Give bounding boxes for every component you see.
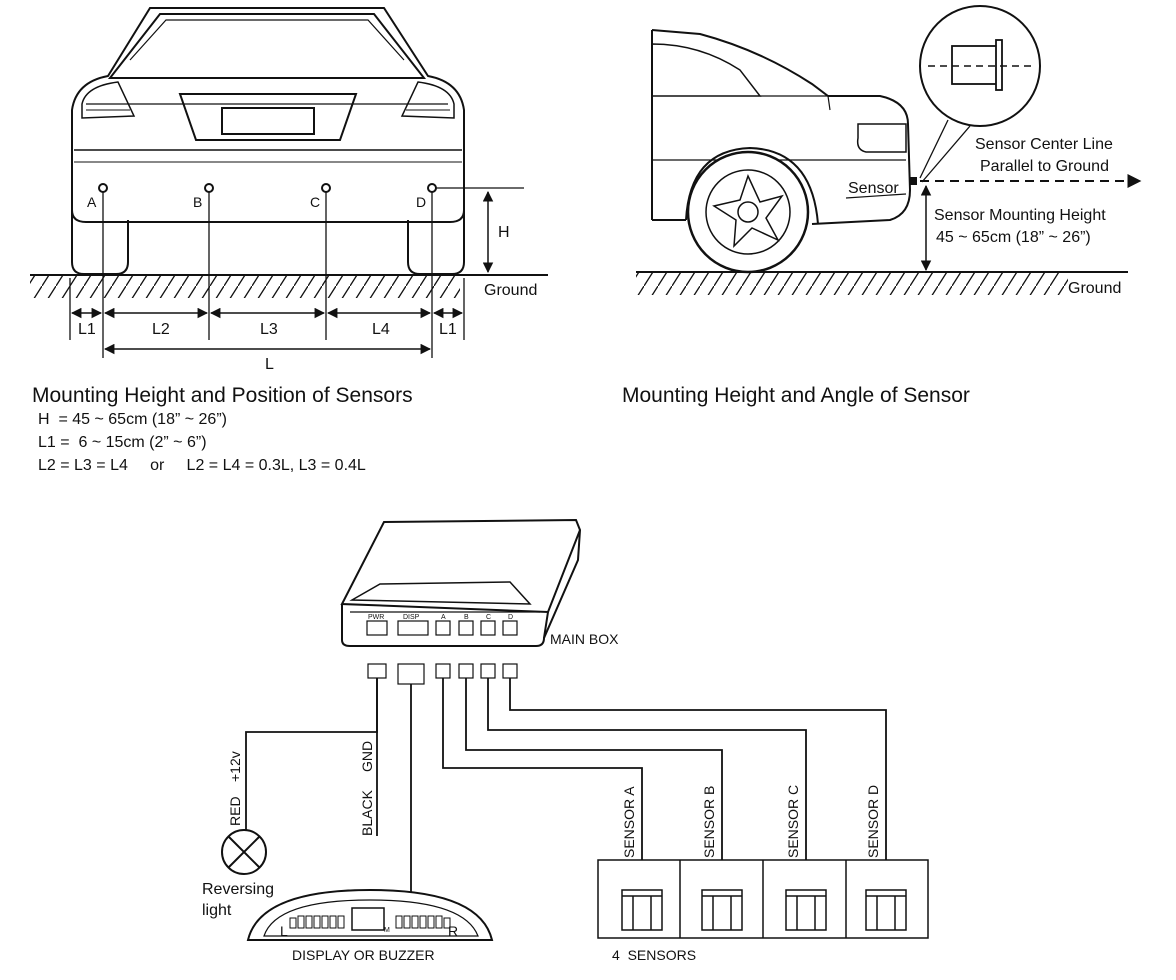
- spacing-label-l1-left: L1: [78, 321, 96, 338]
- main-box-label: MAIN BOX: [550, 631, 619, 647]
- port-label-b: B: [464, 614, 469, 621]
- display-left-label: L: [280, 923, 288, 939]
- side-ground-hatch: [636, 273, 1068, 295]
- rear-view-caption: Mounting Height and Position of Sensors: [32, 384, 413, 407]
- reversing-light-label-2: light: [202, 902, 232, 919]
- sensor-d-label: SENSOR D: [865, 785, 881, 858]
- sensor-magnifier: [919, 5, 1041, 183]
- display-segments: [289, 907, 451, 931]
- sensor-letter-a: A: [87, 194, 97, 210]
- port-label-d: D: [508, 614, 513, 621]
- box-ports: [366, 620, 518, 636]
- spacing-label-l2: L2: [152, 321, 170, 338]
- sensor-a-dot: [98, 183, 108, 193]
- sensor-b-dot: [204, 183, 214, 193]
- spec-line-ratio: L2 = L3 = L4 or L2 = L4 = 0.3L, L3 = 0.4…: [38, 457, 366, 474]
- spacing-label-l3: L3: [260, 321, 278, 338]
- sensors-count-label: 4 SENSORS: [612, 947, 696, 963]
- sensor-dimension-lines: [69, 192, 465, 358]
- port-label-disp: DISP: [403, 614, 420, 621]
- mounting-height-label-2: 45 ~ 65cm (18” ~ 26”): [936, 229, 1091, 246]
- rear-view-car: [71, 7, 465, 275]
- side-view-caption: Mounting Height and Angle of Sensor: [622, 384, 970, 407]
- reversing-light-icon: [221, 829, 267, 875]
- spec-line-h: H = 45 ~ 65cm (18” ~ 26”): [38, 411, 227, 428]
- display-mid-label: M: [384, 927, 390, 934]
- rear-ground-hatch: [30, 276, 460, 298]
- port-label-a: A: [441, 614, 446, 621]
- ground-gnd-label: GND: [359, 741, 375, 772]
- main-box: [340, 518, 582, 647]
- sensor-a-label: SENSOR A: [621, 786, 637, 858]
- height-label: H: [498, 224, 510, 241]
- sensor-letter-c: C: [310, 194, 320, 210]
- reversing-light-label-1: Reversing: [202, 881, 274, 898]
- sensor-b-label: SENSOR B: [701, 786, 717, 858]
- side-sensor-marker: [909, 177, 917, 185]
- rear-ground-label: Ground: [484, 282, 537, 299]
- sensor-letter-d: D: [416, 194, 426, 210]
- wires: [245, 678, 887, 900]
- side-ground-label: Ground: [1068, 280, 1121, 297]
- sensor-label-leader: [845, 193, 907, 199]
- spacing-label-l1-right: L1: [439, 321, 457, 338]
- port-label-c: C: [486, 614, 491, 621]
- power-red-label: RED: [227, 796, 243, 826]
- display-caption: DISPLAY OR BUZZER: [292, 947, 435, 963]
- side-view-wheel: [686, 150, 810, 274]
- ground-black-label: BLACK: [359, 789, 375, 836]
- sensor-c-dot: [321, 183, 331, 193]
- sensor-letter-b: B: [193, 194, 202, 210]
- wire-plugs: [367, 663, 518, 685]
- spec-line-l1: L1 = 6 ~ 15cm (2” ~ 6”): [38, 434, 207, 451]
- side-sensor-label: Sensor: [848, 180, 899, 197]
- centerline-label-1: Sensor Center Line: [975, 136, 1113, 153]
- sensor-d-dot: [427, 183, 437, 193]
- centerline-label-2: Parallel to Ground: [980, 158, 1109, 175]
- mounting-height-label-1: Sensor Mounting Height: [934, 207, 1106, 224]
- sensor-c-label: SENSOR C: [785, 785, 801, 858]
- display-right-label: R: [448, 923, 458, 939]
- spacing-arrows: [70, 307, 464, 355]
- spacing-label-l4: L4: [372, 321, 390, 338]
- sensor-units: [621, 889, 907, 931]
- port-label-pwr: PWR: [368, 614, 384, 621]
- rear-sensors: [98, 183, 437, 193]
- total-length-label: L: [265, 356, 274, 373]
- side-view-car: [651, 29, 912, 225]
- power-12v-label: +12v: [227, 751, 243, 782]
